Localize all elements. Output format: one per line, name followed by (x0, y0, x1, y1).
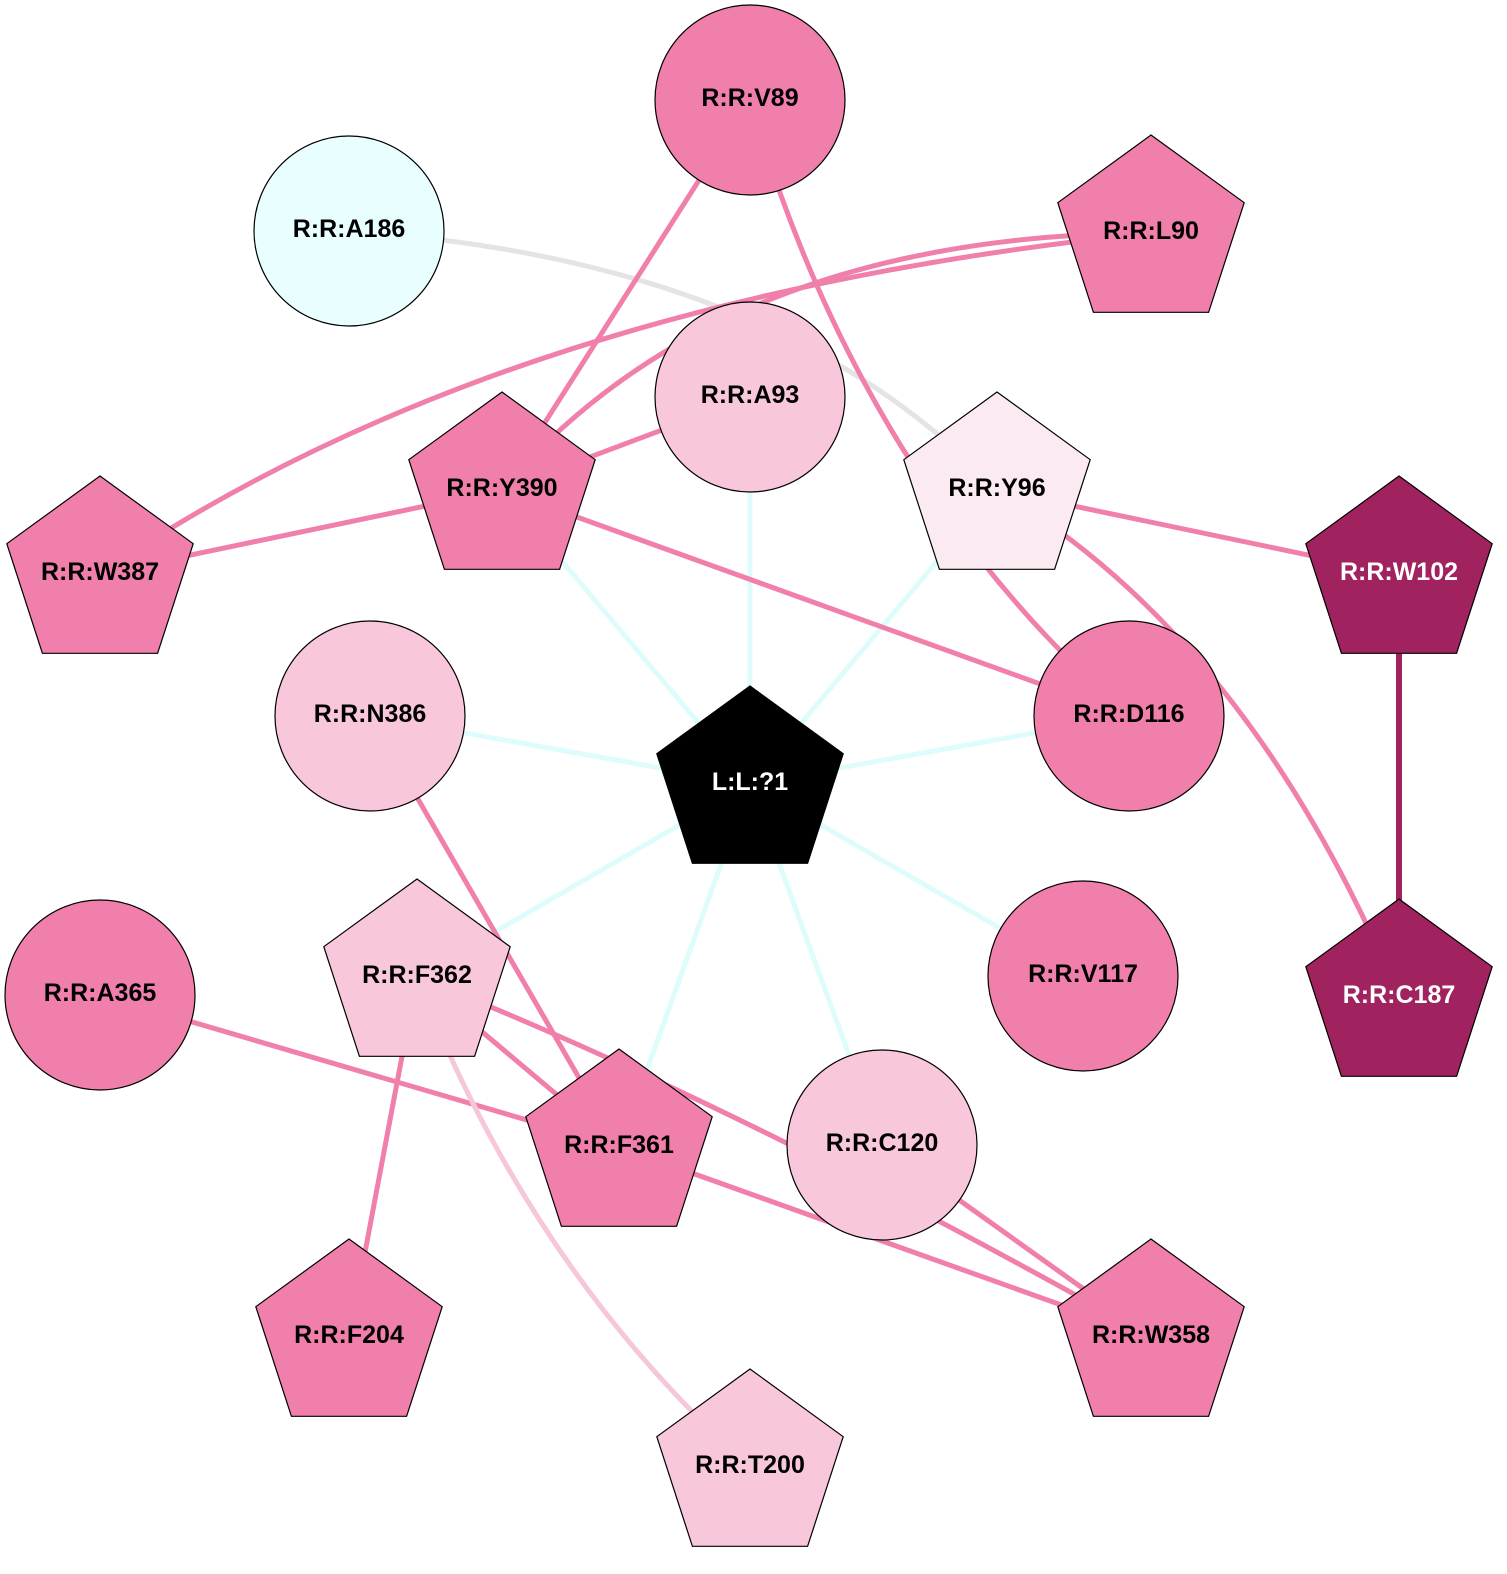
node-label: R:R:C187 (1343, 981, 1456, 1009)
node-label: R:R:A365 (44, 979, 157, 1007)
edge-r-r-v89-r-r-d116 (747, 99, 1131, 718)
pentagon-node-shape (323, 878, 511, 1057)
node-label: R:R:L90 (1103, 217, 1199, 245)
node-label: R:R:T200 (695, 1451, 805, 1479)
node-r-r-d116[interactable]: R:R:D116 (1033, 620, 1225, 812)
pentagon-node-shape (1305, 898, 1493, 1077)
pentagon-node-shape (1305, 475, 1493, 654)
edge-r-r-f362-r-r-w358 (416, 974, 1153, 1340)
node-r-r-w387[interactable]: R:R:W387 (6, 475, 194, 654)
edge-r-r-y96-r-r-c187 (995, 487, 1402, 998)
node-label: R:R:V117 (1028, 960, 1138, 988)
pentagon-node-shape (1057, 1238, 1245, 1417)
node-r-r-v89[interactable]: R:R:V89 (654, 4, 846, 196)
edge-r-r-l90-r-r-w387 (98, 230, 1152, 577)
node-label: R:R:W358 (1092, 1321, 1210, 1349)
node-l-l-1[interactable]: L:L:?1 (656, 685, 844, 864)
node-r-r-w102[interactable]: R:R:W102 (1305, 475, 1493, 654)
node-r-r-t200[interactable]: R:R:T200 (656, 1368, 844, 1547)
node-label: L:L:?1 (712, 768, 788, 796)
pentagon-node-shape (408, 391, 596, 570)
node-label: R:R:F204 (294, 1321, 404, 1349)
pentagon-node-shape (6, 475, 194, 654)
node-label: R:R:Y96 (948, 474, 1045, 502)
pentagon-node-shape (656, 685, 844, 864)
node-r-r-a93[interactable]: R:R:A93 (654, 301, 846, 493)
circle-node-shape (253, 135, 445, 327)
node-r-r-f361[interactable]: R:R:F361 (525, 1048, 713, 1227)
circle-node-shape (654, 301, 846, 493)
pentagon-node-shape (656, 1368, 844, 1547)
circle-node-shape (786, 1049, 978, 1241)
node-label: R:R:Y390 (446, 474, 557, 502)
node-r-r-v117[interactable]: R:R:V117 (987, 880, 1179, 1072)
node-r-r-c120[interactable]: R:R:C120 (786, 1049, 978, 1241)
node-label: R:R:F361 (564, 1131, 674, 1159)
node-r-r-a186[interactable]: R:R:A186 (253, 135, 445, 327)
edge-r-r-l90-r-r-y390 (500, 230, 1152, 492)
node-r-r-c187[interactable]: R:R:C187 (1305, 898, 1493, 1077)
node-label: R:R:C120 (826, 1129, 939, 1157)
node-r-r-w358[interactable]: R:R:W358 (1057, 1238, 1245, 1417)
node-label: R:R:F362 (362, 961, 472, 989)
node-label: R:R:W102 (1340, 558, 1458, 586)
node-label: R:R:A186 (293, 215, 406, 243)
pentagon-node-shape (903, 391, 1091, 570)
node-r-r-a365[interactable]: R:R:A365 (4, 899, 196, 1091)
circle-node-shape (1033, 620, 1225, 812)
circle-node-shape (987, 880, 1179, 1072)
node-label: R:R:W387 (41, 558, 159, 586)
node-label: R:R:V89 (701, 84, 798, 112)
pentagon-node-shape (1057, 134, 1245, 313)
circle-node-shape (4, 899, 196, 1091)
node-label: R:R:A93 (701, 381, 800, 409)
node-r-r-y390[interactable]: R:R:Y390 (408, 391, 596, 570)
node-r-r-f204[interactable]: R:R:F204 (255, 1238, 443, 1417)
node-label: R:R:N386 (314, 700, 427, 728)
pentagon-node-shape (525, 1048, 713, 1227)
node-r-r-f362[interactable]: R:R:F362 (323, 878, 511, 1057)
circle-node-shape (654, 4, 846, 196)
node-r-r-l90[interactable]: R:R:L90 (1057, 134, 1245, 313)
node-label: R:R:D116 (1073, 700, 1184, 728)
edge-r-r-y390-r-r-d116 (501, 487, 1130, 719)
node-r-r-n386[interactable]: R:R:N386 (274, 620, 466, 812)
edge-r-r-f362-r-r-t200 (414, 976, 752, 1469)
node-r-r-y96[interactable]: R:R:Y96 (903, 391, 1091, 570)
circle-node-shape (274, 620, 466, 812)
pentagon-node-shape (255, 1238, 443, 1417)
